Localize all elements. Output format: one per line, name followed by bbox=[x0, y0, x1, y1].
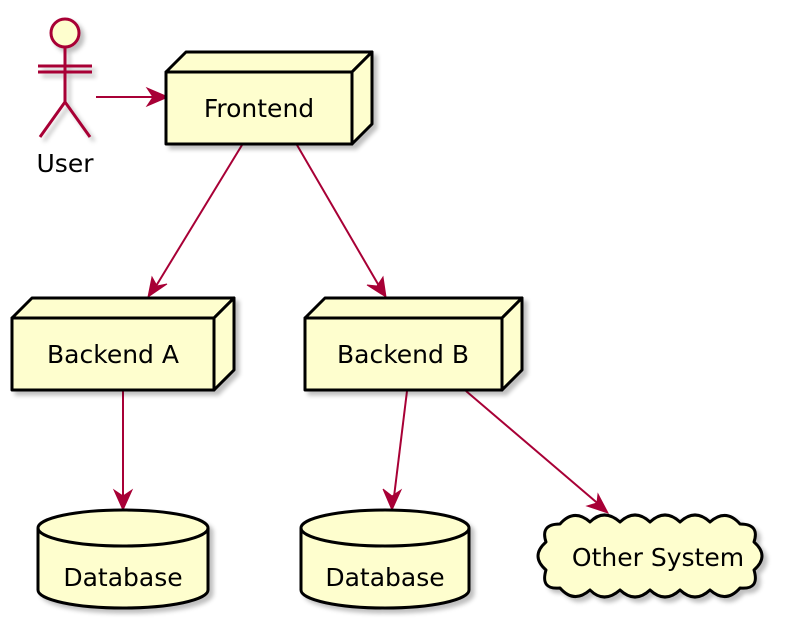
database-cylinder-icon bbox=[36, 508, 210, 610]
cloud-other-system[interactable]: Other System bbox=[536, 513, 764, 599]
database-a[interactable]: Database bbox=[36, 508, 210, 610]
node-box-icon bbox=[10, 296, 236, 392]
arrowhead-other-system bbox=[585, 492, 610, 514]
database-b[interactable]: Database bbox=[299, 508, 471, 610]
edge-frontend-backend-a bbox=[152, 144, 243, 292]
arrowhead-database-b bbox=[382, 488, 403, 512]
cloud-icon bbox=[536, 513, 764, 599]
database-label: Database bbox=[63, 563, 182, 592]
node-box-icon bbox=[303, 296, 524, 392]
actor-user[interactable]: User bbox=[37, 17, 95, 178]
node-label: Backend A bbox=[47, 340, 179, 369]
node-box-icon bbox=[164, 50, 374, 146]
database-label: Database bbox=[325, 563, 444, 592]
stick-figure-icon bbox=[38, 17, 92, 138]
arrowhead-database-a bbox=[112, 488, 134, 512]
node-backend-b[interactable]: Backend B bbox=[303, 296, 524, 392]
node-backend-a[interactable]: Backend A bbox=[10, 296, 236, 392]
edge-backend-b-database bbox=[392, 390, 408, 506]
arrowheads bbox=[112, 86, 610, 514]
node-label: Frontend bbox=[204, 94, 314, 123]
arrowhead-frontend bbox=[145, 86, 170, 108]
actor-label: User bbox=[37, 149, 95, 178]
node-frontend[interactable]: Frontend bbox=[164, 50, 374, 146]
database-cylinder-icon bbox=[299, 508, 471, 610]
arrowhead-backend-b bbox=[366, 275, 387, 299]
edges bbox=[96, 96, 603, 508]
edge-backend-b-other-system bbox=[465, 390, 603, 508]
edge-frontend-backend-b bbox=[296, 144, 383, 292]
node-label: Backend B bbox=[337, 340, 469, 369]
arrowhead-backend-a bbox=[147, 275, 168, 299]
cloud-label: Other System bbox=[572, 543, 744, 572]
